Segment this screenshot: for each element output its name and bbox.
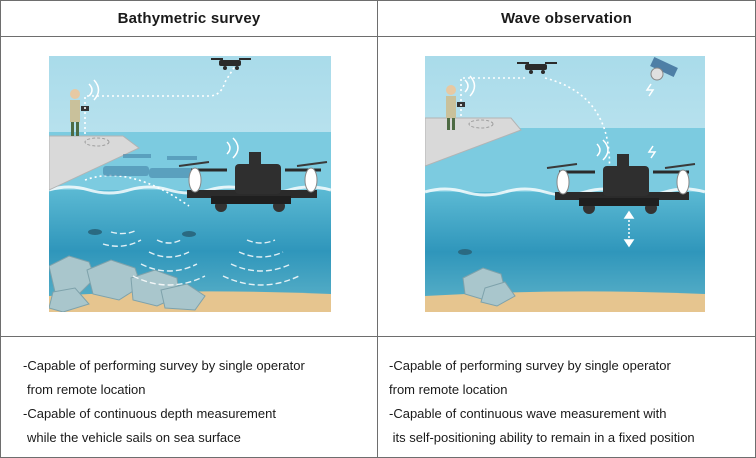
description-line: -Capable of continuous wave measurement … xyxy=(389,406,667,421)
description-line: -Capable of continuous depth measurement xyxy=(23,406,276,421)
surface-drone xyxy=(546,154,696,214)
signal-icon xyxy=(596,139,609,161)
satellite-icon xyxy=(650,56,678,81)
bathymetric-picture-cell xyxy=(0,36,378,337)
header-wave: Wave observation xyxy=(377,0,756,37)
bathymetric-survey-illustration xyxy=(49,56,331,312)
drone-motion-trail xyxy=(103,154,197,178)
header-bathymetric: Bathymetric survey xyxy=(0,0,378,37)
description-line: from remote location xyxy=(389,382,508,397)
rocks xyxy=(462,267,516,307)
pier xyxy=(49,135,140,191)
signal-icon xyxy=(645,83,655,97)
description-line: -Capable of performing survey by single … xyxy=(23,358,305,373)
flying-drone xyxy=(211,58,251,70)
description-line: its self-positioning ability to remain i… xyxy=(389,430,695,445)
description-line: from remote location xyxy=(27,382,146,397)
fish xyxy=(458,249,472,255)
signal-icon xyxy=(226,137,239,159)
bathymetric-description: -Capable of performing survey by single … xyxy=(0,336,378,458)
wave-observation-illustration xyxy=(425,56,705,312)
wave-picture-cell xyxy=(377,36,756,337)
flying-drone xyxy=(517,62,557,74)
rocks xyxy=(49,255,206,312)
flight-path xyxy=(460,77,525,116)
flight-path xyxy=(84,65,236,134)
sonar-beams xyxy=(102,229,300,286)
signal-icon xyxy=(464,75,476,97)
fish xyxy=(182,231,196,237)
wave-height-indicator xyxy=(623,210,635,248)
description-line: -Capable of performing survey by single … xyxy=(389,358,671,373)
column-title: Wave observation xyxy=(500,10,632,27)
wave-description: -Capable of performing survey by single … xyxy=(377,336,756,458)
surface-drone xyxy=(178,152,328,212)
fish xyxy=(88,229,102,235)
column-title: Bathymetric survey xyxy=(117,10,261,27)
description-line: while the vehicle sails on sea surface xyxy=(27,430,241,445)
signal-icon xyxy=(88,79,100,101)
signal-icon xyxy=(647,145,657,159)
